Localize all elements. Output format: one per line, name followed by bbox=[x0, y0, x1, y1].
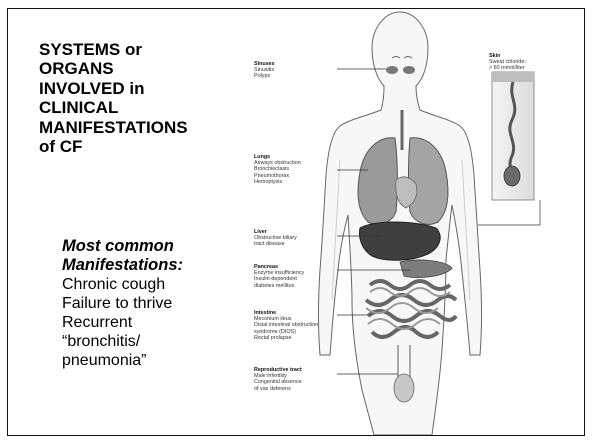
label-lungs: Lungs Airways obstruction Bronchiectasis… bbox=[254, 154, 301, 185]
subheading: Most common Manifestations: bbox=[62, 237, 222, 275]
title-line: INVOLVED in bbox=[39, 79, 249, 98]
label-line: tract disease bbox=[254, 241, 297, 247]
sinus-mark bbox=[386, 66, 398, 74]
manifestation-item: “bronchitis/ bbox=[62, 332, 232, 351]
label-line: Hemoptysis bbox=[254, 179, 301, 185]
label-line: Distal intestinal obstruction bbox=[254, 322, 318, 328]
manifestation-item: Chronic cough bbox=[62, 275, 232, 294]
label-sinuses: Sinuses Sinusitis Polyps bbox=[254, 61, 275, 80]
label-line: Rectal prolapse bbox=[254, 335, 318, 341]
title-line: MANIFESTATIONS bbox=[39, 118, 249, 137]
label-line: of vas deferens bbox=[254, 386, 302, 392]
subheading-line: Most common bbox=[62, 237, 222, 256]
subheading-line: Manifestations: bbox=[62, 256, 222, 275]
manifestation-item: Failure to thrive bbox=[62, 294, 232, 313]
manifestation-item: Recurrent bbox=[62, 313, 232, 332]
title-line: SYSTEMS or bbox=[39, 40, 249, 59]
label-line: Insulin-dependent bbox=[254, 276, 304, 282]
manifestation-list: Chronic cough Failure to thrive Recurren… bbox=[62, 275, 232, 370]
label-pancreas: Pancreas Enzyme insufficiency Insulin-de… bbox=[254, 264, 304, 289]
title-line: ORGANS bbox=[39, 59, 249, 78]
manifestation-item: pneumonia” bbox=[62, 351, 232, 370]
label-line: diabetes mellitus bbox=[254, 283, 304, 289]
label-reproductive: Reproductive tract Male infertility Cong… bbox=[254, 367, 302, 392]
label-liver: Liver Obstructive biliary tract disease bbox=[254, 229, 297, 248]
label-line: > 60 mmol/liter bbox=[489, 65, 526, 71]
title-line: of CF bbox=[39, 137, 249, 156]
title-line: CLINICAL bbox=[39, 98, 249, 117]
label-line: Polyps bbox=[254, 73, 275, 79]
slide-title: SYSTEMS or ORGANS INVOLVED in CLINICAL M… bbox=[39, 40, 249, 156]
skin-section bbox=[492, 72, 534, 200]
label-line: Congenital absence bbox=[254, 379, 302, 385]
label-intestine: Intestine Meconium ileus Distal intestin… bbox=[254, 310, 318, 341]
label-skin: Skin Sweat chloride: > 60 mmol/liter bbox=[489, 53, 526, 72]
